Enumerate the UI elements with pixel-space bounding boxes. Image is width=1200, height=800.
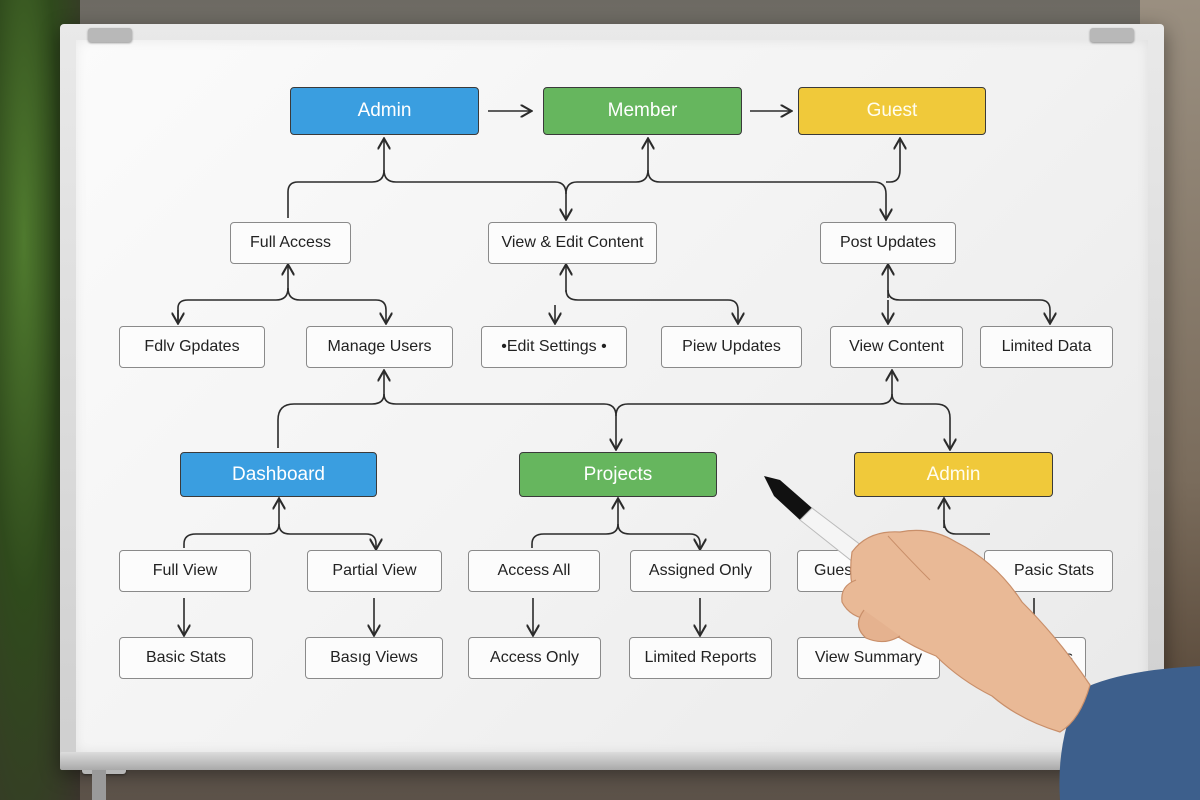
node-piew-updates: Piew Updates [661, 326, 802, 368]
node-label: Assigned Only [648, 562, 753, 579]
node-edit-settings: •Edit Settings • [481, 326, 627, 368]
role-admin-label: Admin [357, 100, 412, 121]
node-label: Full Access [250, 234, 331, 251]
node-assigned-only: Assigned Only [630, 550, 771, 592]
role-guest-label: Guest [866, 100, 918, 121]
board-clip [88, 28, 132, 42]
easel-leg [92, 770, 106, 800]
node-label: Access Only [490, 649, 579, 666]
hand-holding-marker [764, 476, 1200, 800]
module-admin: Admin [854, 452, 1053, 497]
role-admin: Admin [290, 87, 479, 135]
node-view-edit-content: View & Edit Content [488, 222, 657, 264]
module-dashboard: Dashboard [180, 452, 377, 497]
node-label: Basic Stats [145, 649, 227, 666]
node-label: Limited Reports [644, 649, 757, 666]
finger [857, 609, 901, 643]
thumb-crease [887, 535, 931, 581]
node-label: View Summary [814, 649, 923, 666]
node-basic-stats: Basic Stats [119, 637, 253, 679]
node-label: Partial View [332, 562, 417, 579]
role-member-label: Member [607, 100, 678, 121]
node-label: •Edit Settings • [501, 338, 607, 355]
node-label: Fdlv Gpdates [144, 338, 240, 355]
node-limited-data: Limited Data [980, 326, 1113, 368]
node-label: Piew Updates [682, 338, 781, 355]
node-label: Gues [814, 562, 853, 579]
marker-tray [60, 752, 1164, 770]
node-label: Access All [497, 562, 571, 579]
node-manage-users: Manage Users [306, 326, 453, 368]
module-label: Admin [926, 463, 981, 485]
module-label: Dashboard [232, 463, 325, 485]
node-fdlv-gpdates: Fdlv Gpdates [119, 326, 265, 368]
node-partial-view: Partial View [307, 550, 442, 592]
node-label: Manage Users [327, 338, 432, 355]
node-label: View & Edit Content [501, 234, 644, 251]
node-label: View Content [849, 338, 944, 355]
node-label: Full View [152, 562, 218, 579]
shirt-sleeve [1059, 666, 1200, 800]
node-full-access: Full Access [230, 222, 351, 264]
node-access-all: Access All [468, 550, 600, 592]
module-projects: Projects [519, 452, 717, 497]
board-clip [1090, 28, 1134, 42]
node-limited-reports: Limited Reports [629, 637, 772, 679]
role-member: Member [543, 87, 742, 135]
node-basig-views: Basıg Views [305, 637, 443, 679]
module-label: Projects [583, 463, 653, 485]
node-post-updates: Post Updates [820, 222, 956, 264]
node-label: Basıg Views [330, 649, 418, 666]
node-label: Pasic Stats [1013, 562, 1094, 579]
role-guest: Guest [798, 87, 986, 135]
node-view-content: View Content [830, 326, 963, 368]
node-access-only: Access Only [468, 637, 601, 679]
node-label: Post Updates [839, 234, 937, 251]
node-label: Limited Data [1001, 338, 1092, 355]
node-full-view: Full View [119, 550, 251, 592]
